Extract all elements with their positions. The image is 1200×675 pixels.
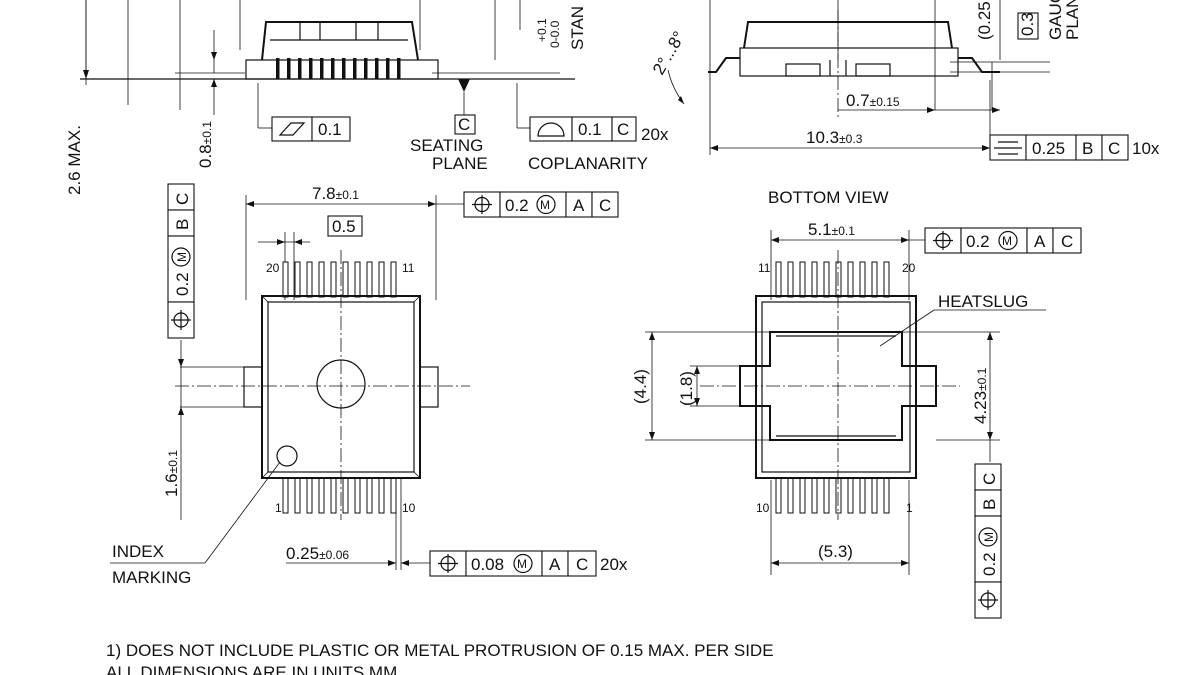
coplanarity-label: COPLANARITY: [528, 154, 648, 173]
lead-angle-label: 2°...8°: [649, 28, 689, 78]
symmetry-value: 0.25: [1032, 139, 1065, 158]
gauge-box-value: 0.3: [1018, 12, 1037, 36]
bottom-position-mod: M: [1002, 234, 1012, 248]
standoff-tol: +0.1: [535, 18, 549, 42]
dim-1-8-label: (1.8): [677, 371, 696, 406]
lead-fc-value: 0.08: [471, 555, 504, 574]
top-position-datum-a: A: [573, 196, 585, 215]
index-offset-label: 1.6±0.1: [162, 450, 181, 497]
flatness-value: 0.1: [318, 120, 342, 139]
lead-fc-datum-c: C: [576, 555, 588, 574]
top-position-value: 0.2: [505, 196, 529, 215]
pitch-value: 0.5: [332, 217, 356, 236]
lead-fc-count: 20x: [600, 555, 628, 574]
bottom-vfc-value: 0.2: [980, 552, 999, 576]
index-label-2: MARKING: [112, 568, 191, 587]
dim-4-4-label: (4.4): [631, 369, 650, 404]
top-pin-1: 1: [275, 501, 282, 515]
top-vfc-datum-c: C: [173, 193, 192, 205]
gauge-label-1: GAUG: [1046, 0, 1065, 40]
top-pin-11: 11: [402, 261, 415, 275]
note-line-2: ALL DIMENSIONS ARE IN UNITS MM: [106, 663, 397, 675]
bottom-vfc-datum-b: B: [980, 499, 999, 510]
index-label-1: INDEX: [112, 542, 164, 561]
coplanarity-count: 20x: [641, 125, 669, 144]
seating-plane-line2: PLANE: [432, 154, 488, 173]
dim-5-3-label: (5.3): [818, 542, 853, 561]
bottom-vfc-datum-c: C: [980, 473, 999, 485]
top-position-datum-c: C: [599, 196, 611, 215]
note-line-1: 1) DOES NOT INCLUDE PLASTIC OR METAL PRO…: [106, 641, 774, 660]
side-view-front: 2.6 MAX. 0.8±0.1 0.1 C SEATING PLANE 0.1…: [65, 0, 669, 195]
coplanarity-value: 0.1: [578, 120, 602, 139]
slug-height-label: 4.23±0.1: [971, 367, 990, 424]
symmetry-datum-b: B: [1082, 139, 1093, 158]
gauge-partial: (0.25: [975, 1, 994, 40]
heatslug-label: HEATSLUG: [938, 292, 1028, 311]
bottom-pin-1: 1: [906, 501, 913, 515]
top-vfc-datum-b: B: [173, 219, 192, 230]
symmetry-datum-c: C: [1108, 139, 1120, 158]
notes: 1) DOES NOT INCLUDE PLASTIC OR METAL PRO…: [106, 641, 774, 675]
top-vfc-value: 0.2: [173, 272, 192, 296]
lead-fc-mod: M: [517, 557, 527, 571]
seating-plane-line1: SEATING: [410, 136, 483, 155]
lead-fc-datum-a: A: [549, 555, 561, 574]
bottom-pin-11: 11: [758, 261, 771, 275]
body-width-label: 7.8±0.1: [312, 184, 359, 203]
bottom-position-value: 0.2: [966, 232, 990, 251]
side-view-lateral: 2°...8° (0.25 0.3 GAUG PLAN 0.7±0.15 10.…: [649, 0, 1160, 161]
top-vfc-mod: M: [175, 252, 189, 262]
lead-width-label: 0.25±0.06: [286, 544, 349, 563]
slug-width-label: 5.1±0.1: [808, 220, 855, 239]
coplanarity-datum: C: [617, 120, 629, 139]
standoff-label: STAN: [568, 6, 587, 50]
bottom-vfc-mod: M: [982, 532, 996, 542]
bottom-pin-20: 20: [902, 261, 916, 275]
top-pin-20: 20: [266, 261, 280, 275]
bottom-view: BOTTOM VIEW 5.1±0.1 0.2 M A C: [631, 188, 1082, 619]
bottom-position-datum-c: C: [1061, 232, 1073, 251]
body-height-label: 0.8±0.1: [196, 121, 215, 168]
top-view: 7.8±0.1 0.2 M A C 0.5: [110, 183, 628, 587]
overall-height-label: 2.6 MAX.: [65, 125, 84, 195]
top-pin-10: 10: [402, 501, 416, 515]
top-position-mod: M: [540, 198, 550, 212]
standoff-value: 0-0.0: [548, 20, 562, 48]
seating-datum: C: [458, 115, 470, 134]
overall-width-label: 10.3±0.3: [806, 128, 863, 147]
bottom-view-title: BOTTOM VIEW: [768, 188, 889, 207]
symmetry-count: 10x: [1132, 139, 1160, 158]
bottom-pin-10: 10: [756, 501, 770, 515]
lead-length-label: 0.7±0.15: [846, 91, 900, 110]
gauge-label-2: PLAN: [1063, 0, 1082, 40]
bottom-position-datum-a: A: [1034, 232, 1046, 251]
